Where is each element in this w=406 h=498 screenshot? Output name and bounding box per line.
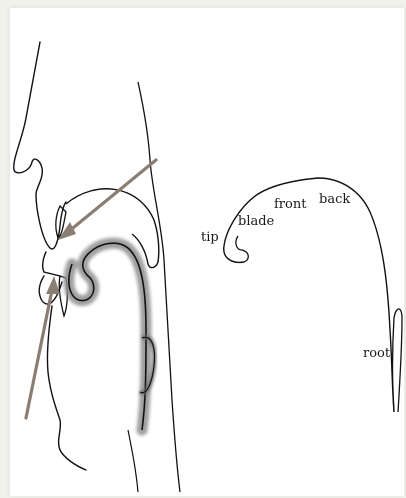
tongue-tip-curl xyxy=(236,236,248,262)
tongue-shading xyxy=(69,243,146,430)
upper-arrow xyxy=(58,160,156,240)
label-back: back xyxy=(319,192,350,207)
tongue-root-loop xyxy=(393,309,403,412)
neck-back-outline xyxy=(128,430,138,492)
face-profile-outline xyxy=(14,42,86,470)
label-blade: blade xyxy=(238,214,275,229)
label-tip: tip xyxy=(201,230,219,245)
label-root: root xyxy=(363,346,391,361)
label-front: front xyxy=(274,197,307,212)
